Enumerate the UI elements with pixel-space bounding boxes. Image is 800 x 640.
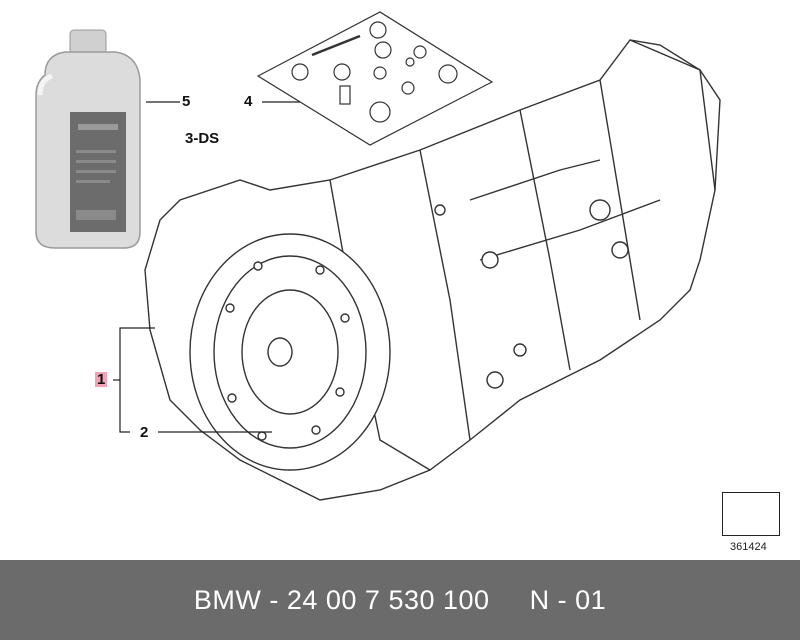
reference-number: 361424 [730,541,767,553]
reference-box [722,492,780,536]
footer-part-number: BMW - 24 00 7 530 100 [193,584,490,615]
callout-5: 5 [182,93,191,110]
callout-1: 1 [95,371,108,388]
callout-3-ds: 3-DS [185,130,220,147]
part-number-footer: BMW - 24 00 7 530 100 N - 01 [0,560,800,640]
transmission-exploded-diagram [35,11,779,529]
footer-variant: N - 01 [529,584,607,615]
oil-bottle-illustration [35,29,141,249]
small-parts-kit [256,11,494,146]
footer-spacer [490,585,530,616]
torque-converter [189,233,391,471]
leader-lines [113,101,300,433]
callout-4: 4 [244,93,253,110]
callout-2: 2 [140,424,149,441]
